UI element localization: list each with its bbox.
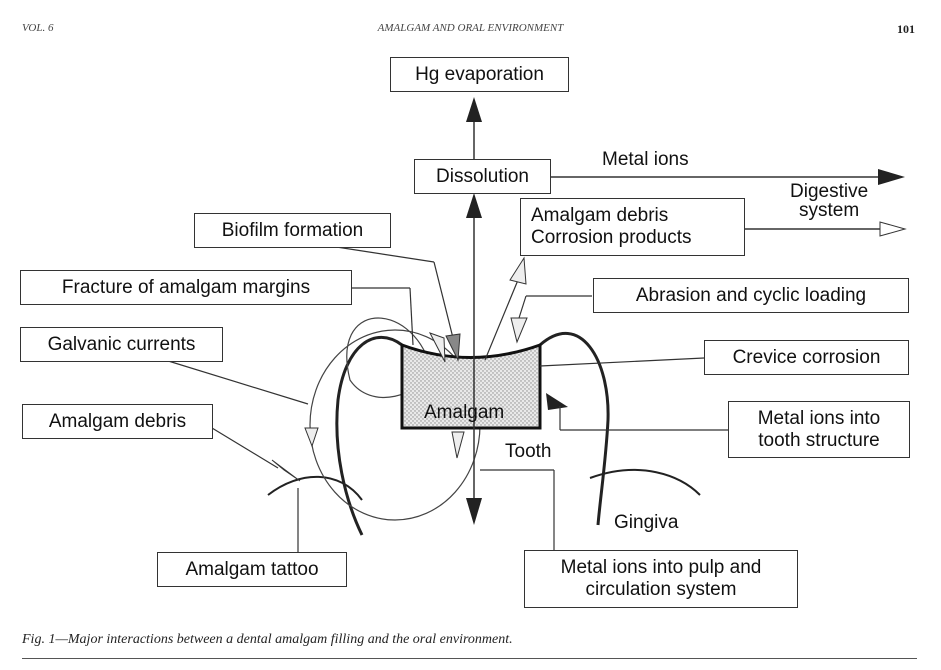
tooth-outline-left — [335, 335, 403, 536]
box-galvanic-currents: Galvanic currents — [20, 327, 223, 362]
volume-label: VOL. 6 — [22, 22, 54, 34]
arrow-galvanic — [304, 427, 319, 448]
box-amalgam-debris-corrosion: Amalgam debris Corrosion products — [520, 198, 745, 256]
box-fracture-margins: Fracture of amalgam margins — [20, 270, 352, 305]
box-metal-ions-tooth: Metal ions into tooth structure — [728, 401, 910, 458]
arrow-metal-ions — [878, 169, 905, 185]
label-amalgam: Amalgam — [424, 402, 505, 423]
box-metal-ions-pulp: Metal ions into pulp and circulation sys… — [524, 550, 798, 608]
arrow-fracture — [428, 332, 446, 363]
label-tooth: Tooth — [505, 441, 552, 462]
arrow-amalgam-debris — [271, 459, 301, 482]
box-amalgam-debris: Amalgam debris — [22, 404, 213, 439]
arrow-biofilm — [445, 333, 461, 362]
running-title: AMALGAM AND ORAL ENVIRONMENT — [377, 22, 564, 34]
box-dissolution: Dissolution — [414, 159, 551, 194]
gingiva-right-curve — [589, 468, 701, 496]
label-gingiva: Gingiva — [614, 512, 679, 533]
amalgam-filling — [400, 342, 542, 430]
box-amalgam-tattoo: Amalgam tattoo — [157, 552, 347, 587]
arrow-abrasion — [510, 317, 528, 344]
arrow-galvanic-b — [451, 431, 465, 459]
bottom-rule — [22, 658, 917, 659]
label-digestive-system: Digestive system — [790, 181, 869, 221]
arrow-down-solid — [466, 498, 482, 525]
arrow-metal-ions-tooth — [546, 393, 568, 410]
figure-caption: Fig. 1—Major interactions between a dent… — [22, 632, 513, 647]
gingiva-left-curve — [267, 475, 363, 501]
page-number: 101 — [897, 22, 915, 36]
arrow-up-solid-dissolution — [466, 193, 482, 218]
box-crevice-corrosion: Crevice corrosion — [704, 340, 909, 375]
arrow-to-debris — [509, 256, 527, 285]
box-abrasion-cyclic-loading: Abrasion and cyclic loading — [593, 278, 909, 313]
arrow-digestive — [879, 221, 907, 237]
box-biofilm-formation: Biofilm formation — [194, 213, 391, 248]
label-metal-ions: Metal ions — [602, 149, 689, 170]
tooth-outline-right — [539, 331, 610, 526]
box-hg-evaporation: Hg evaporation — [390, 57, 569, 92]
arrow-up-solid-hg — [466, 97, 482, 122]
